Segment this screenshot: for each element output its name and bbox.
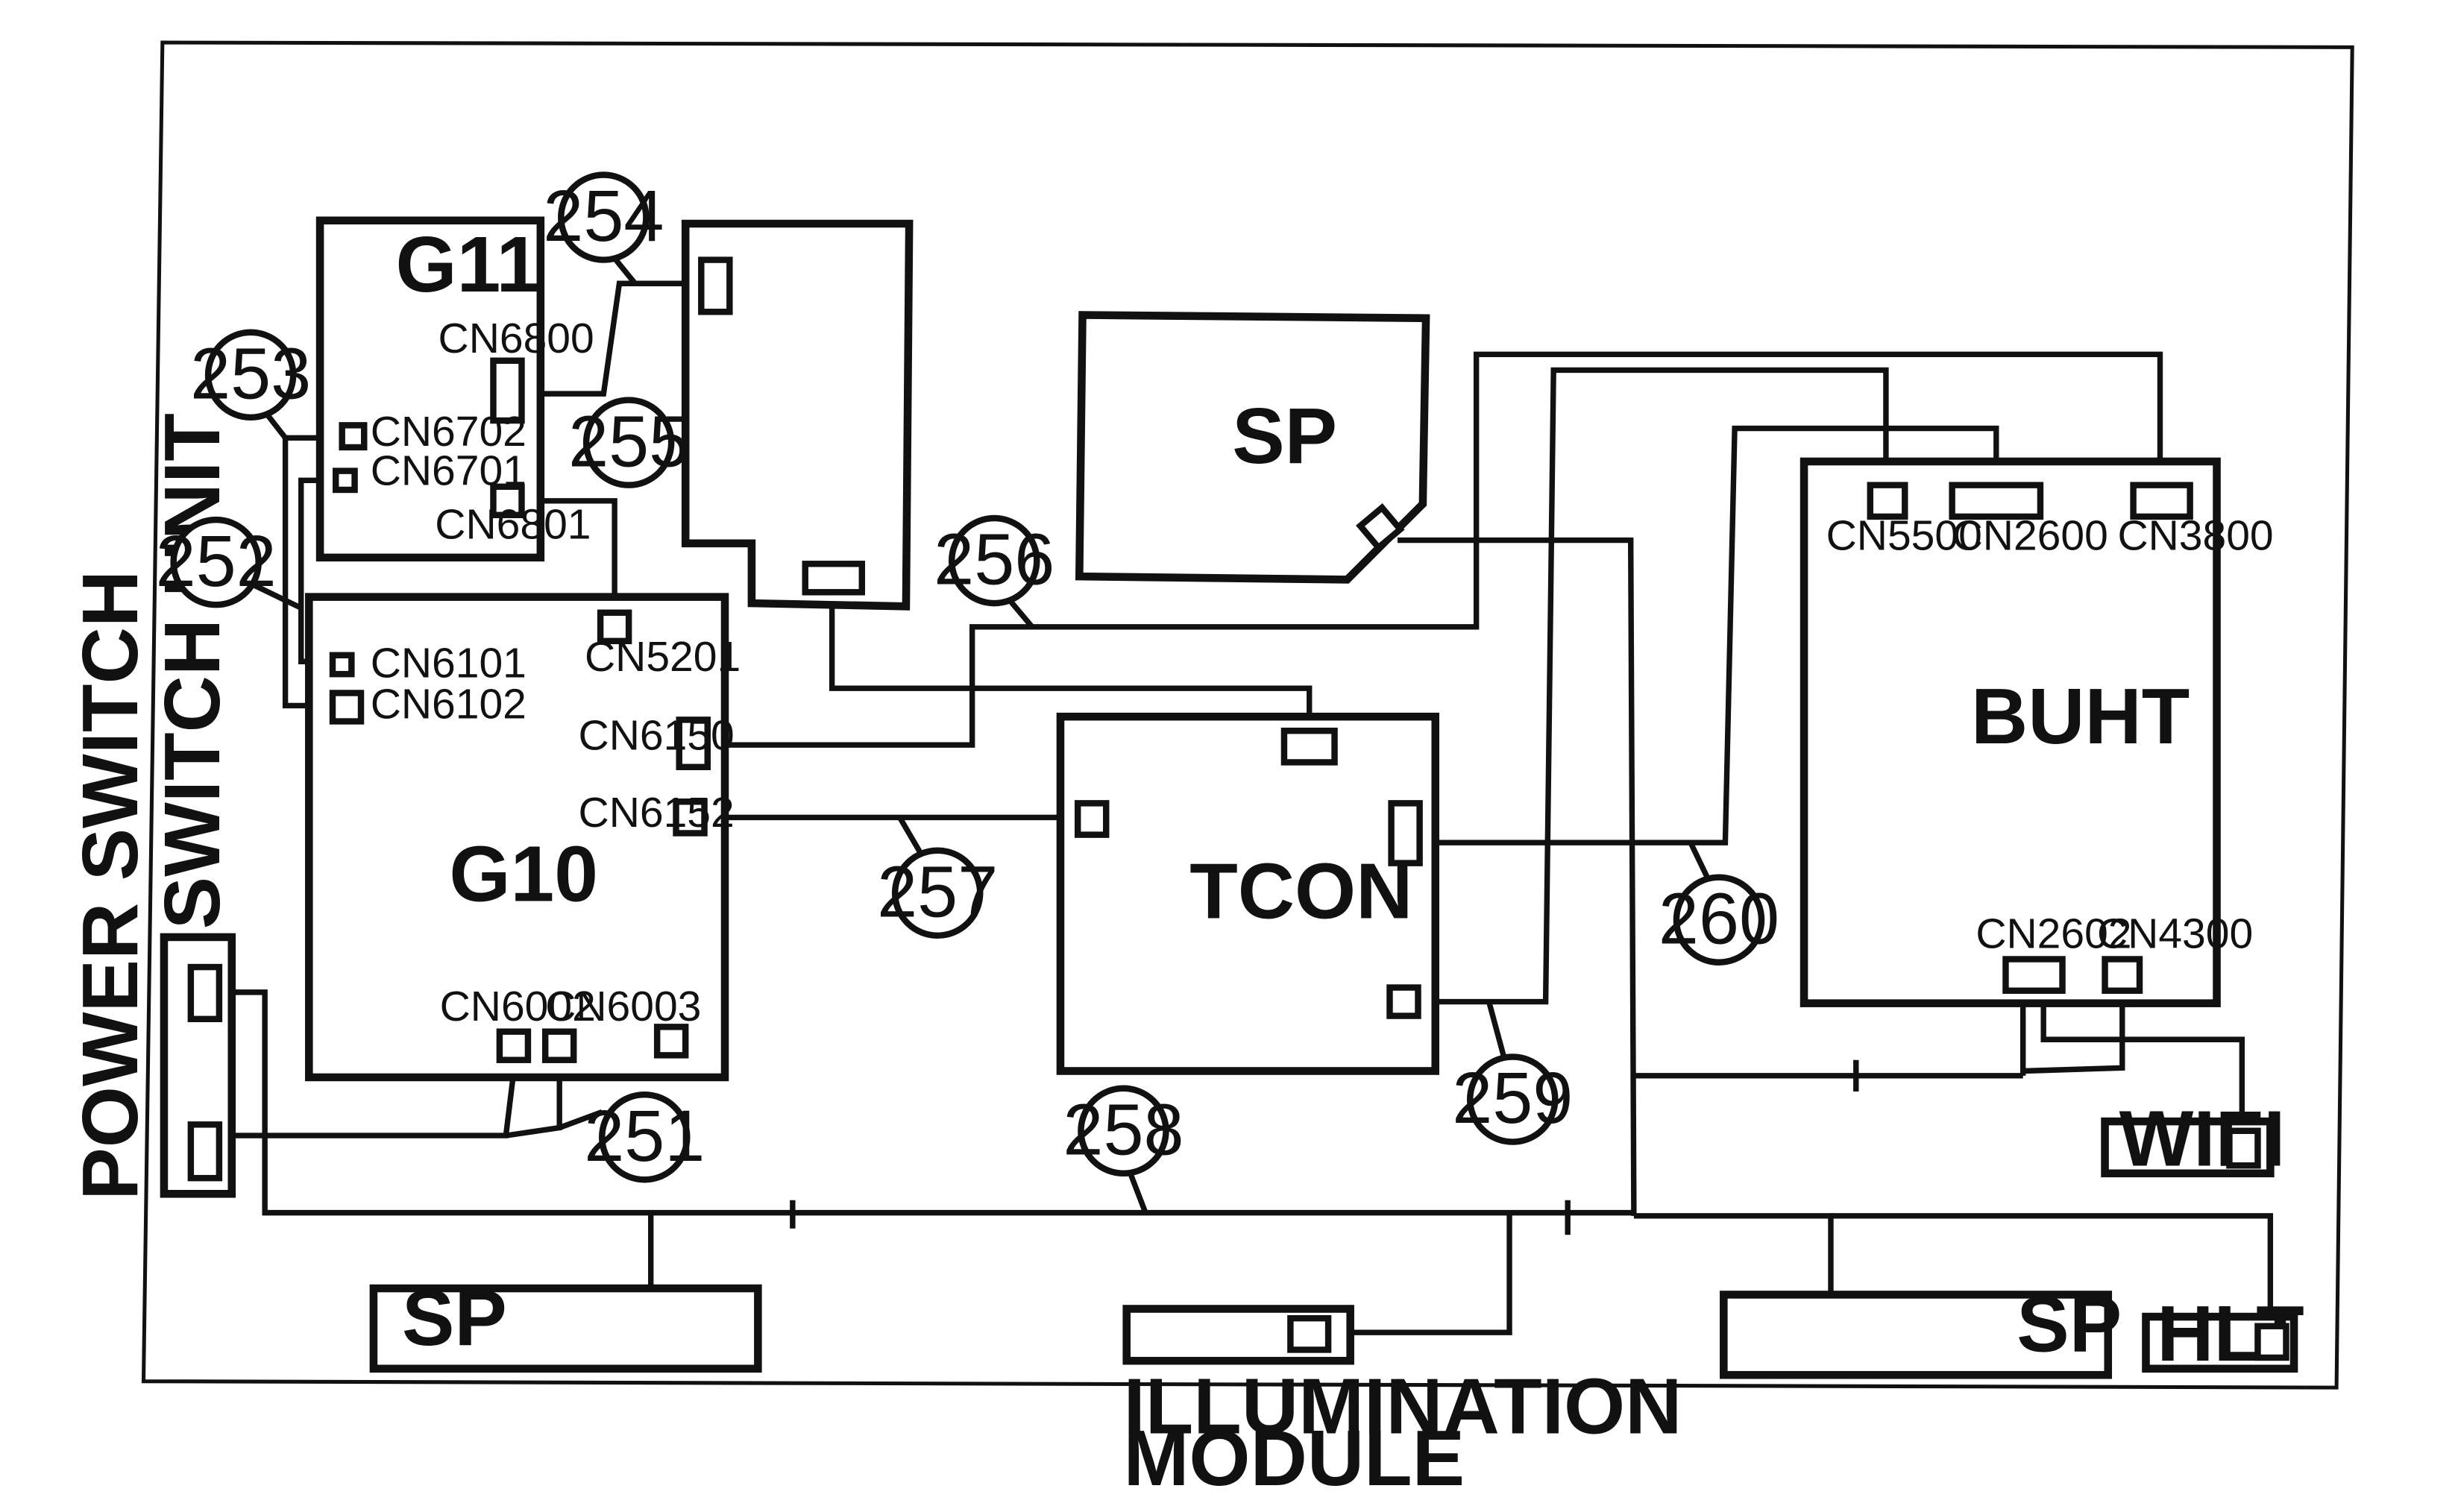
illumination-label-line1: ILLUMINATION (1123, 1362, 1682, 1450)
callout-259: 259 (1452, 1001, 1573, 1145)
tcon-label: TCON (1189, 848, 1412, 936)
switch-unit-label: SWITCH UNIT (148, 413, 236, 929)
cn6150-label: CN6150 (579, 712, 735, 760)
callout-252-text: 252 (156, 520, 277, 602)
callout-251-text: 251 (584, 1095, 705, 1176)
cn6002-connector (496, 1028, 532, 1063)
buht-label: BUHT (1971, 672, 2190, 760)
cn6702-connector (339, 422, 368, 451)
callout-251: 251 (558, 1091, 705, 1183)
g10-label: G10 (449, 830, 598, 918)
callout-260: 260 (1659, 841, 1779, 966)
cn2602-connector (2002, 956, 2066, 994)
cn6702-label: CN6702 (371, 408, 527, 456)
callout-257-text: 257 (877, 851, 998, 932)
upper-board-connector-bottom (802, 561, 866, 596)
buht-board (1800, 457, 2221, 1007)
cn6152-label: CN6152 (579, 789, 735, 837)
cn2602-label: CN2602 (1975, 910, 2131, 958)
cn6800-label: CN6800 (439, 315, 594, 362)
cn5201-label: CN5201 (585, 633, 741, 681)
cn6150-connector (676, 716, 711, 771)
illumination-connector (1287, 1314, 1332, 1353)
callout-258-text: 258 (1063, 1089, 1184, 1170)
illumination-label-line2: MODULE (1123, 1414, 1465, 1502)
tcon-right-connector (1388, 800, 1423, 866)
wiring (227, 280, 2274, 1335)
cn6003-connector (541, 1028, 577, 1063)
cn6152-connector (673, 798, 708, 837)
callout-254: 254 (543, 171, 664, 286)
switch-unit-connector-top (187, 963, 223, 1023)
wifi-connector (2226, 1127, 2261, 1169)
sp-bottom-right-board (1720, 1291, 2113, 1379)
cn4300-label: CN4300 (2097, 910, 2253, 958)
sp-bottom-right-label: SP (2017, 1281, 2122, 1369)
cn6800-connector (490, 357, 525, 424)
callout-255: 255 (568, 397, 689, 488)
sp-top-connector (1356, 503, 1405, 552)
cn6003-label: CN6003 (545, 983, 701, 1030)
callout-255-text: 255 (568, 400, 689, 482)
callout-256: 256 (934, 514, 1054, 629)
upper-board-connector-top (698, 256, 733, 315)
cn6002-label: CN6002 (440, 983, 596, 1030)
cn6701-connector (332, 467, 358, 494)
g11-label: G11 (395, 221, 540, 309)
tcon-top-connector (1280, 727, 1338, 766)
callout-252: 252 (156, 516, 303, 611)
cn2600-label: CN2600 (1952, 511, 2108, 559)
cn3800-label: CN3800 (2117, 511, 2273, 559)
sp-bottom-left-label: SP (402, 1274, 507, 1362)
callout-257: 257 (877, 816, 998, 939)
cn3800-connector (2130, 482, 2193, 520)
g10-board (305, 593, 729, 1082)
cn5201-connector (597, 609, 632, 645)
callout-259-text: 259 (1452, 1057, 1573, 1138)
upper-board (681, 219, 914, 611)
callout-253-text: 253 (190, 333, 311, 414)
cn2600-connector (1949, 482, 2044, 520)
tcon-lower-connector (1386, 984, 1421, 1019)
callout-253: 253 (190, 329, 311, 440)
tcon-left-connector (1074, 800, 1110, 838)
cn5500-connector (1867, 482, 1908, 520)
cn6102-connector (329, 690, 365, 725)
cn6101-label: CN6101 (371, 639, 527, 687)
power-switch-label: POWER SWITCH (66, 570, 154, 1200)
callout-256-text: 256 (934, 519, 1054, 600)
hlt-connector (2254, 1323, 2289, 1361)
cn6801-label: CN6801 (435, 500, 591, 548)
callout-258: 258 (1063, 1085, 1184, 1214)
cn4300-connector (2102, 956, 2143, 994)
g10-spare-connector (653, 1024, 689, 1059)
cn6101-connector (329, 652, 355, 678)
switch-unit-connector-bottom (187, 1121, 223, 1182)
cn6801-connector (490, 483, 525, 519)
sp-bottom-left-board (369, 1284, 762, 1373)
tcon-board (1056, 712, 1440, 1075)
callout-260-text: 260 (1659, 878, 1779, 959)
sp-top-label: SP (1232, 392, 1337, 480)
cn6102-label: CN6102 (371, 680, 527, 728)
callout-254-text: 254 (543, 175, 664, 256)
